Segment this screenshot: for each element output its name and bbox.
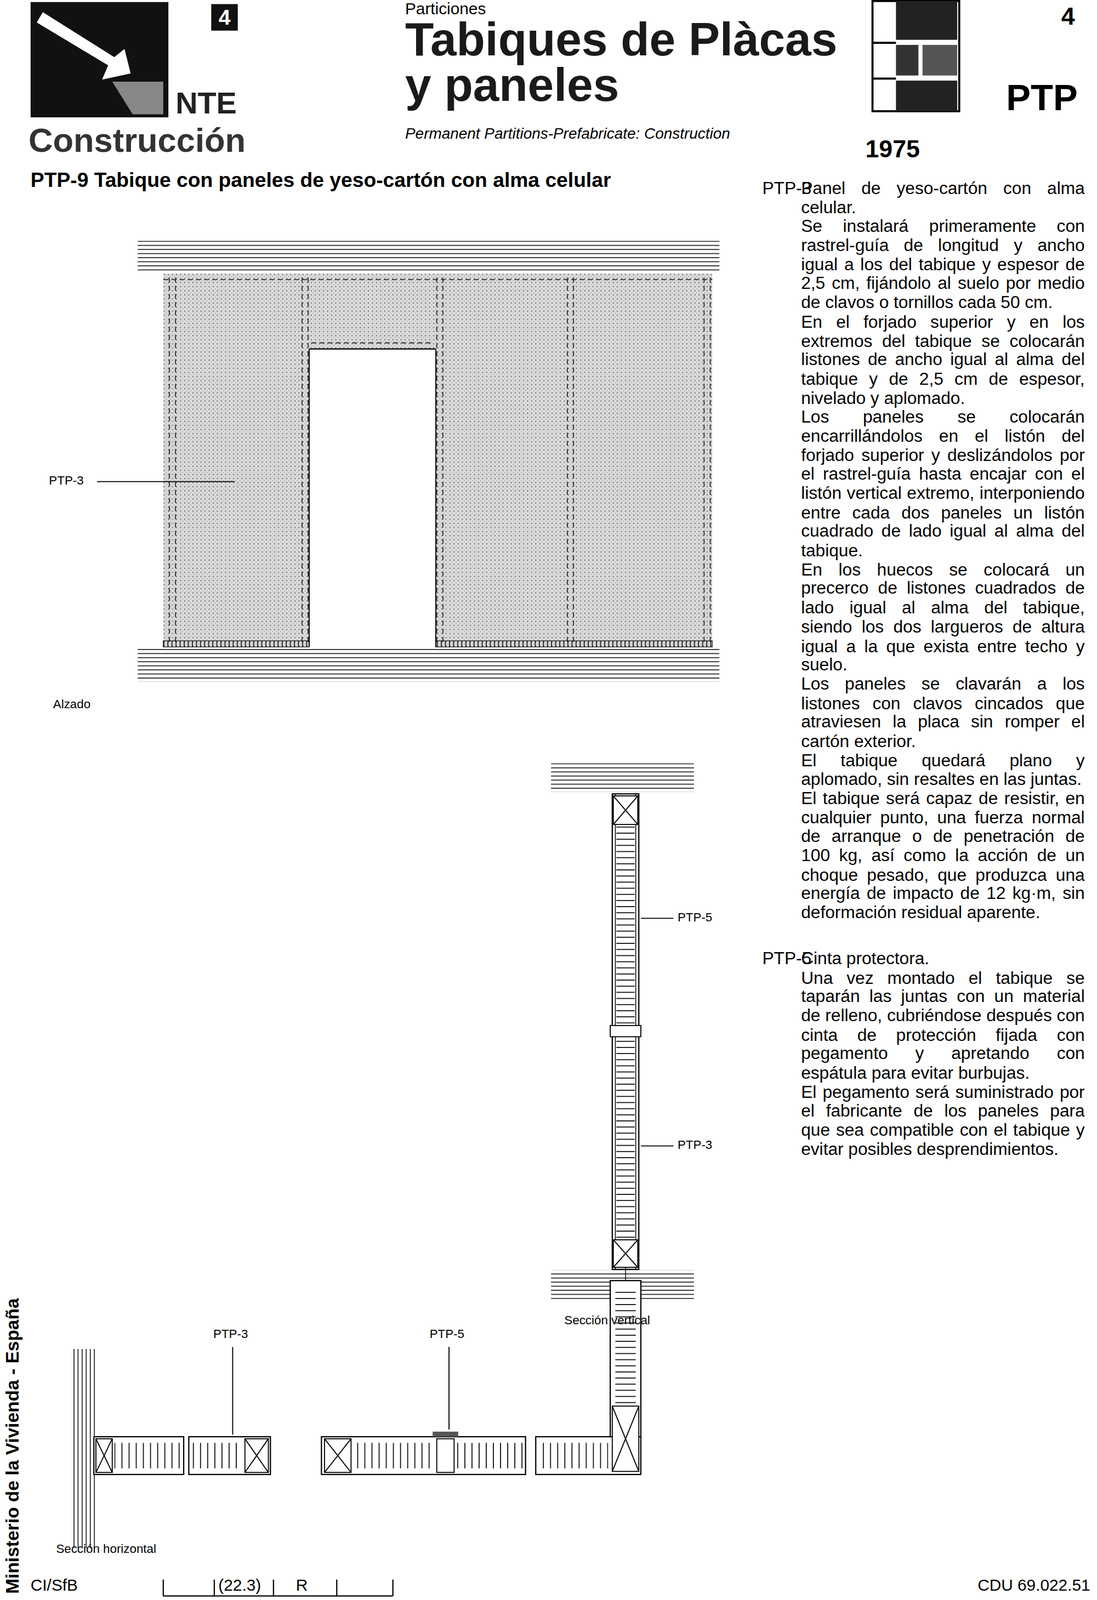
spec-code: PTP-3	[762, 179, 801, 924]
vertical-section	[550, 763, 695, 1299]
ministry-name: Ministerio de la Vivienda - España	[2, 1298, 23, 1594]
horizontal-section	[73, 1280, 641, 1549]
view-name: Sección vertical	[564, 1314, 650, 1327]
spec-paragraph: El pegamento será suministrado por el fa…	[800, 1083, 1085, 1160]
text-column: PTP-3Panel de yeso-cartón con alma celul…	[762, 179, 1085, 1161]
classification-code: (22.3)	[218, 1577, 261, 1595]
elevation-drawing	[97, 240, 720, 682]
spec-paragraph: Panel de yeso-cartón con alma celular.	[800, 179, 1085, 219]
spec-paragraph: Cinta protectora.	[800, 950, 1085, 970]
callout-number: PTP-5	[429, 1327, 465, 1340]
section-name: Particiones	[405, 1, 486, 18]
series-name: NTE	[175, 87, 237, 119]
spec-section: PTP-5Cinta protectora.Una vez montado el…	[762, 950, 1085, 1161]
sheet-number: 4	[1061, 3, 1076, 29]
spec-paragraph: En los huecos se colocará un precerco de…	[800, 560, 1085, 676]
spec-body: Panel de yeso-cartón con alma celular.Se…	[800, 179, 1085, 924]
view-name: Sección horizontal	[55, 1543, 157, 1556]
series-name: Construcción	[28, 123, 246, 157]
year: 1975	[865, 136, 920, 162]
code-name: PTP	[1005, 79, 1078, 117]
subtitle: Permanent Partitions-Prefabricate: Const…	[405, 125, 731, 141]
spec-paragraph: Los paneles se clavarán a los listones c…	[800, 675, 1085, 752]
sheet-heading: PTP-9 Tabique con paneles de yeso-cartón…	[30, 169, 612, 190]
spec-section: PTP-3Panel de yeso-cartón con alma celul…	[762, 179, 1085, 924]
callout-number: PTP-3	[213, 1327, 248, 1340]
ptp-logo	[872, 1, 959, 112]
spec-paragraph: El tabique será capaz de resistir, en cu…	[800, 789, 1085, 924]
spec-code: PTP-5	[762, 950, 801, 1161]
badge-number: 4	[211, 3, 238, 31]
spec-paragraph: El tabique quedará plano y aplomado, sin…	[800, 751, 1085, 790]
callout-number: PTP-3	[677, 1139, 713, 1152]
classification-code: CI/SfB	[30, 1577, 78, 1595]
spec-paragraph: En el forjado superior y en los extremos…	[800, 313, 1085, 409]
classification-code: R	[296, 1577, 309, 1595]
view-name: Alzado	[53, 697, 91, 710]
spec-paragraph: Una vez montado el tabique se taparán la…	[800, 969, 1085, 1084]
spec-paragraph: Se instalará primeramente con rastrel-gu…	[800, 217, 1085, 314]
callout-number: PTP-5	[677, 911, 713, 924]
classification-bracket	[163, 1579, 394, 1597]
spec-body: Cinta protectora.Una vez montado el tabi…	[800, 950, 1085, 1161]
spec-paragraph: Los paneles se colocarán encarrillándolo…	[800, 408, 1085, 561]
cdu-code: CDU 69.022.51	[977, 1577, 1090, 1595]
page-title: Tabiques de Plàcas y paneles	[405, 16, 844, 109]
callout-number: PTP-3	[48, 474, 84, 487]
